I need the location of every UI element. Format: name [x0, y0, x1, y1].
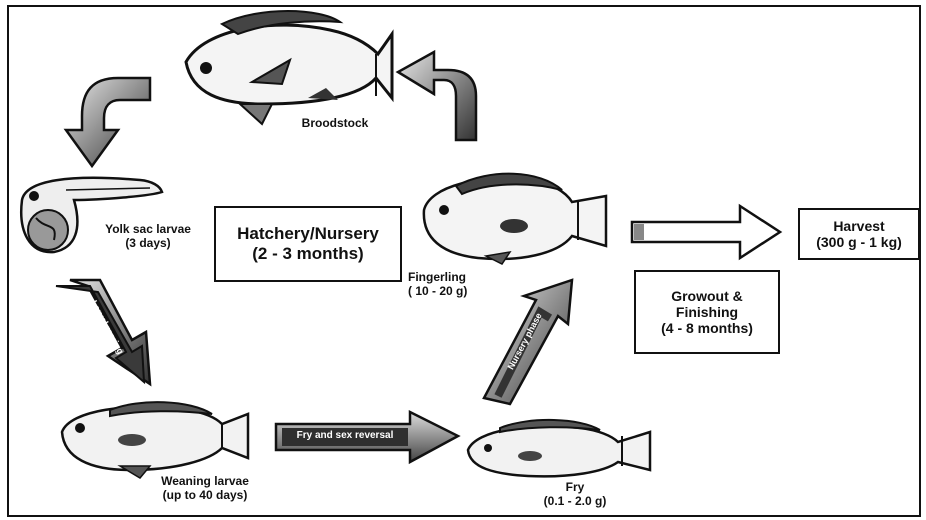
arrow-to-broodstock-icon	[398, 52, 476, 140]
yolk-sac-label: Yolk sac larvae (3 days)	[88, 222, 208, 251]
fry-weight: (0.1 - 2.0 g)	[520, 494, 630, 508]
hatchery-duration: (2 - 3 months)	[252, 244, 363, 264]
harvest-weight: (300 g - 1 kg)	[816, 234, 902, 250]
harvest-box: Harvest (300 g - 1 kg)	[798, 208, 920, 260]
broodstock-label: Broodstock	[280, 116, 390, 130]
yolk-sac-duration: (3 days)	[88, 236, 208, 250]
fry-label: Fry (0.1 - 2.0 g)	[520, 480, 630, 509]
hatchery-nursery-box: Hatchery/Nursery (2 - 3 months)	[214, 206, 402, 282]
weaning-larvae-fish-icon	[62, 402, 248, 478]
hatchery-title: Hatchery/Nursery	[237, 224, 379, 244]
fry-fish-icon	[468, 420, 650, 476]
fingerling-name: Fingerling	[408, 270, 508, 284]
fingerling-weight: ( 10 - 20 g)	[408, 284, 508, 298]
harvest-title: Harvest	[833, 218, 884, 234]
yolk-sac-name: Yolk sac larvae	[88, 222, 208, 236]
fingerling-label: Fingerling ( 10 - 20 g)	[408, 270, 508, 299]
growout-line1: Growout &	[671, 288, 743, 304]
weaning-label: Weaning larvae (up to 40 days)	[140, 474, 270, 503]
growout-line2: Finishing	[676, 304, 738, 320]
fry-name: Fry	[520, 480, 630, 494]
growout-box: Growout & Finishing (4 - 8 months)	[634, 270, 780, 354]
growout-duration: (4 - 8 months)	[661, 320, 753, 336]
broodstock-fish-icon	[186, 11, 392, 124]
weaning-duration: (up to 40 days)	[140, 488, 270, 502]
fry-rearing-arrow-label: Fry and sex reversal	[282, 430, 408, 442]
arrow-broodstock-to-larvae-icon	[66, 78, 150, 166]
fingerling-fish-icon	[424, 174, 606, 264]
arrow-to-harvest-icon	[632, 206, 780, 258]
weaning-name: Weaning larvae	[140, 474, 270, 488]
